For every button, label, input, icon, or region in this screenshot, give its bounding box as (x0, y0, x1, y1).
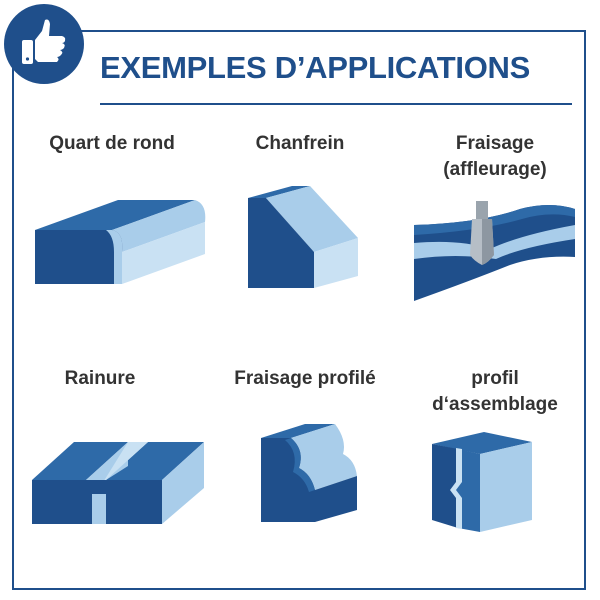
title-divider (100, 103, 572, 105)
content-frame (12, 30, 586, 590)
page-title: EXEMPLES D’APPLICATIONS (100, 50, 531, 85)
joint-profile-illustration (432, 432, 532, 532)
chamfer-illustration (248, 186, 358, 288)
label-line: Fraisage (455, 133, 535, 154)
label-line: (affleurage) (443, 159, 547, 180)
groove-illustration (32, 442, 204, 524)
profile-milling-illustration (261, 424, 357, 522)
label-line: d‘assemblage (432, 394, 558, 415)
flush-trim-illustration (414, 201, 575, 301)
thumbs-up-icon (22, 19, 66, 64)
label-quart-de-rond: Quart de rond (49, 133, 175, 154)
label-fraisage-profile: Fraisage profilé (234, 368, 376, 389)
label-line: profil (471, 368, 519, 389)
quarter-round-illustration (35, 200, 206, 284)
thumbs-up-badge (4, 4, 84, 84)
label-fraisage-affleurage: Fraisage (affleurage) (415, 131, 575, 183)
label-chanfrein: Chanfrein (255, 133, 345, 154)
label-rainure: Rainure (64, 368, 136, 389)
label-profil-assemblage: profil d‘assemblage (410, 366, 580, 418)
